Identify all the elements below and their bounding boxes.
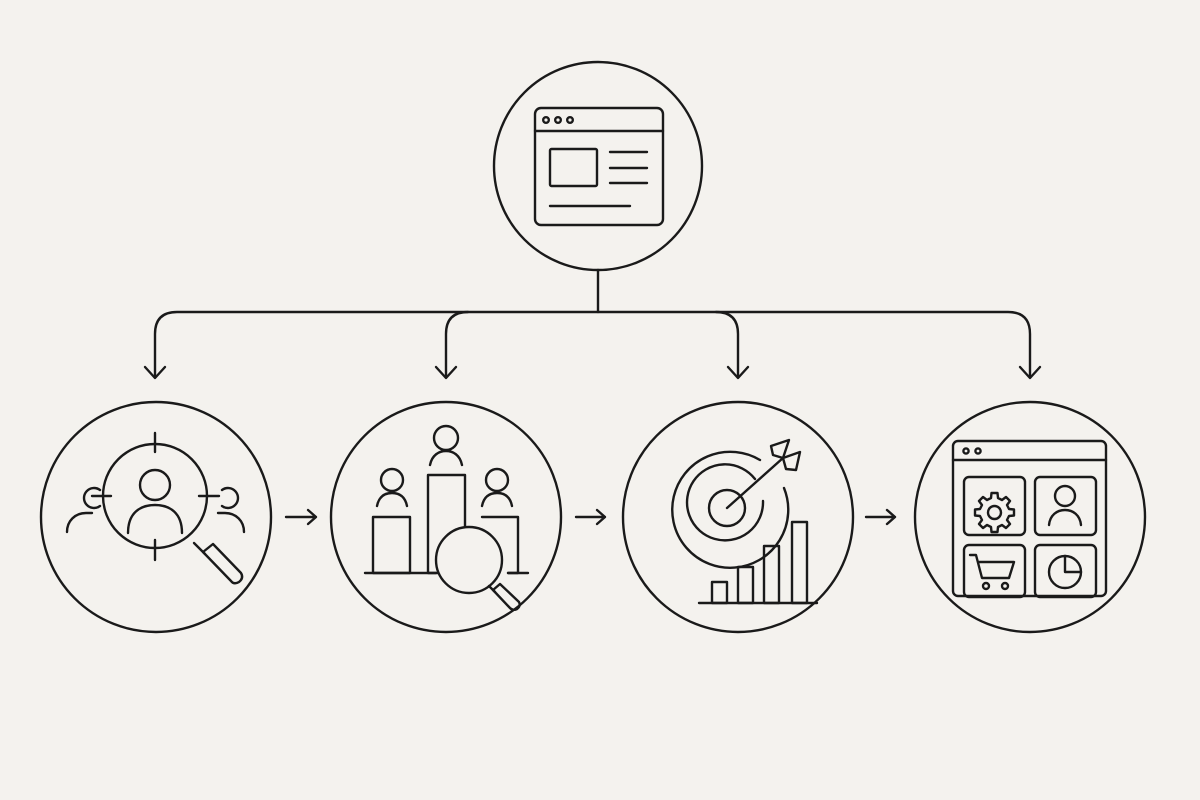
web-page-icon	[533, 106, 665, 227]
dashboard-apps-icon	[951, 439, 1108, 599]
step-node-4	[913, 400, 1147, 634]
arrowhead-4	[1018, 365, 1042, 380]
step-node-3	[621, 400, 855, 634]
arrowhead-1	[143, 365, 167, 380]
flow-arrow-1	[284, 508, 318, 526]
step-node-4-circle	[913, 400, 1147, 634]
step-node-1-circle	[39, 400, 273, 634]
arrowhead-2	[434, 365, 458, 380]
flow-arrow-2	[574, 508, 607, 526]
root-node	[492, 60, 704, 272]
goal-growth-icon	[671, 438, 819, 605]
step-node-3-circle	[621, 400, 855, 634]
branch-bar	[153, 310, 1032, 379]
flow-arrows	[284, 508, 897, 526]
step-node-1	[39, 400, 273, 634]
flow-arrow-3	[864, 508, 897, 526]
step-node-2-circle	[329, 400, 563, 634]
branch-drop-2	[444, 310, 470, 379]
step-node-2	[329, 400, 563, 634]
tree-connectors	[143, 268, 1042, 380]
arrowhead-3	[726, 365, 750, 380]
competitor-analysis-icon	[363, 424, 530, 611]
branch-drop-3	[714, 310, 740, 379]
root-node-circle	[492, 60, 704, 272]
audience-targeting-icon	[65, 431, 246, 585]
